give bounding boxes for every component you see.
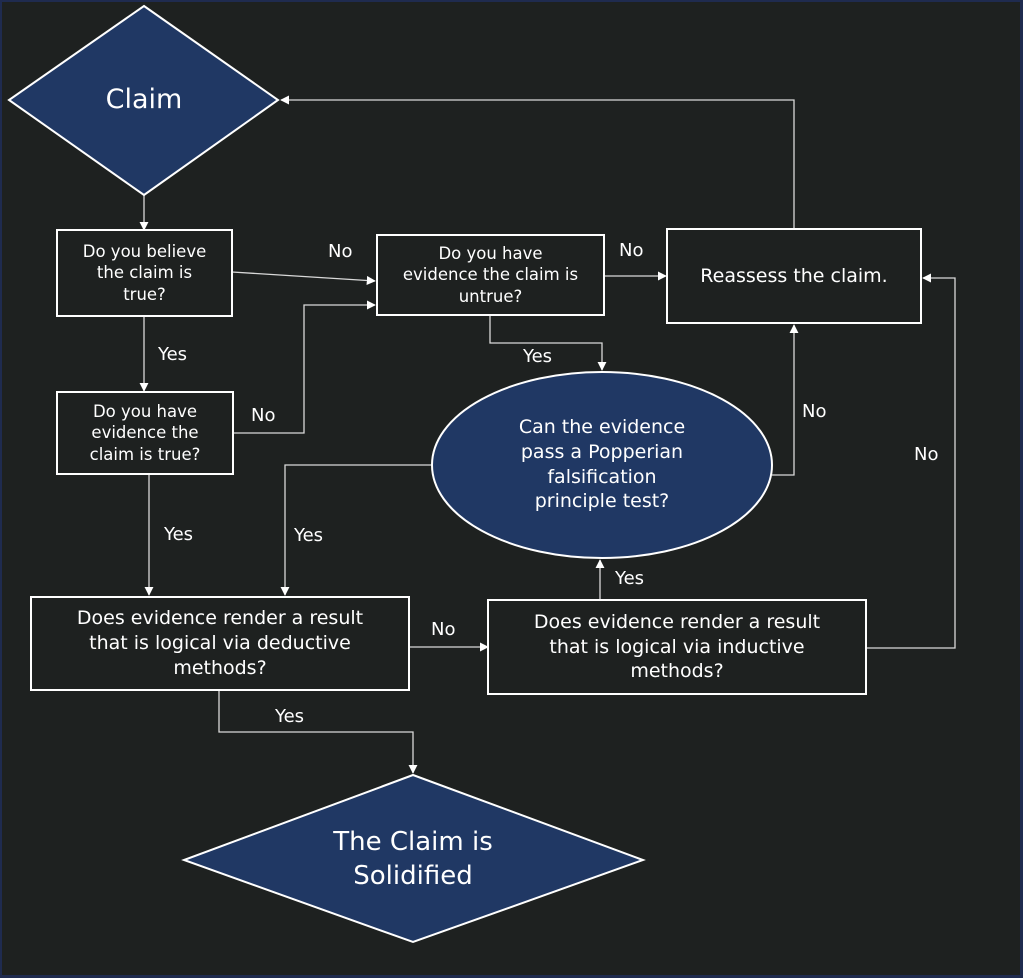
edge-label-believe-untrue: No [328,241,353,262]
edge-deductive-solidified [218,690,418,774]
node-inductive-label: Does evidence render a result that is lo… [533,610,821,683]
edge-reassess-claim [280,95,795,228]
node-claim-label: Claim [105,84,183,116]
node-evidence-untrue-box [376,234,605,316]
edge-untrue-popper [489,314,607,371]
edge-label-believe-evtrue: Yes [158,344,188,365]
node-deductive-label: Does evidence render a result that is lo… [76,607,364,679]
node-solidified-diamond [181,773,646,944]
edge-believe-untrue [231,271,376,286]
node-popper-ellipse [431,371,773,559]
edge-label-deductive-solidified: Yes [275,706,305,727]
node-inductive-box [487,599,867,695]
edge-label-evtrue-deductive: Yes [164,524,194,545]
edge-label-popper-reassess: No [802,401,827,422]
node-solidified-label: The Claim is Solidified [333,827,493,891]
node-evidence-untrue-label: Do you have evidence the claim is untrue… [402,243,579,306]
edge-label-popper-deductive: Yes [294,525,324,546]
node-claim-diamond [7,4,280,197]
edge-evtrue-untrue [233,300,376,434]
node-reassess-box [666,228,922,324]
edge-popper-deductive [280,464,433,596]
edge-label-deductive-inductive: No [431,619,456,640]
edge-label-untrue-reassess: No [619,240,644,261]
node-deductive-box [30,596,410,691]
node-evidence-true-label: Do you have evidence the claim is true? [89,401,201,464]
node-reassess-label: Reassess the claim. [700,264,888,287]
node-believe-box [56,229,233,317]
edge-inductive-reassess [866,273,956,649]
node-believe-label: Do you believe the claim is true? [82,241,207,304]
node-evidence-true-box [56,391,234,475]
node-popper-label: Can the evidence pass a Popperian falsif… [518,416,686,513]
edge-label-inductive-reassess: No [914,444,939,465]
edge-label-inductive-popper: Yes [615,568,645,589]
edge-popper-reassess [772,324,799,476]
edge-label-untrue-popper: Yes [523,346,553,367]
edge-label-evtrue-untrue: No [251,405,276,426]
